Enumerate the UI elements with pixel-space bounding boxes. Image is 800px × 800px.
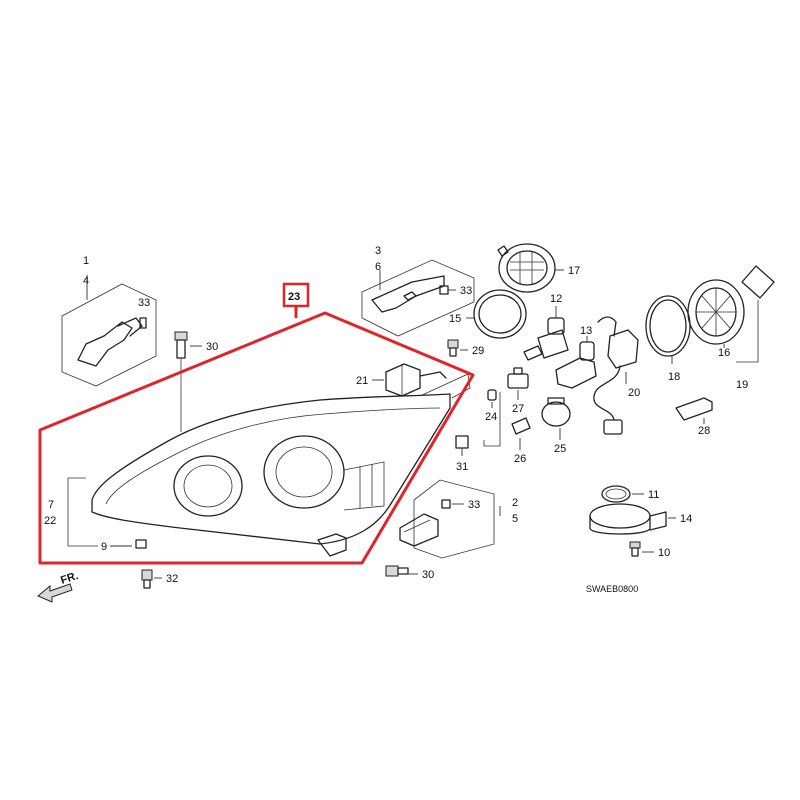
socket-27[interactable]: 27	[507, 367, 529, 415]
label-29: 29	[472, 345, 484, 357]
seal-15[interactable]: 15	[449, 289, 527, 339]
label-sheet-19[interactable]: 19	[736, 265, 775, 391]
label-11: 11	[648, 489, 659, 501]
harness-20[interactable]: 20	[593, 329, 640, 435]
label-27: 27	[512, 403, 524, 415]
label-28: 28	[698, 425, 710, 437]
label-24: 24	[485, 411, 497, 423]
bulb-26[interactable]: 26	[511, 417, 531, 465]
label-18: 18	[668, 371, 680, 383]
label-33-bracket-left: 33	[138, 297, 150, 309]
label-3: 3	[375, 245, 381, 257]
cap-17[interactable]: 17	[497, 243, 580, 293]
seal-11[interactable]: 11	[601, 485, 659, 503]
label-25: 25	[554, 443, 566, 455]
label-5: 5	[512, 513, 518, 525]
highlight-label: 23	[288, 291, 300, 303]
seal-18[interactable]: 18	[645, 295, 691, 383]
front-arrow: FR.	[37, 570, 80, 603]
highlight-outline	[38, 311, 475, 565]
label-31: 31	[456, 461, 468, 473]
label-20: 20	[628, 387, 640, 399]
label-26: 26	[514, 453, 526, 465]
label-7: 7	[48, 499, 54, 511]
label-10: 10	[658, 547, 670, 559]
label-30-top: 30	[206, 341, 218, 353]
label-33-bracket-right: 33	[468, 499, 480, 511]
bracket-2-5[interactable]: 2 5 33	[399, 479, 518, 559]
label-17: 17	[568, 265, 580, 277]
bulb-13[interactable]: 13	[555, 316, 617, 389]
cap-16[interactable]: 16	[687, 279, 745, 359]
label-30-bottom: 30	[422, 569, 434, 581]
label-32: 32	[166, 573, 178, 585]
bolt-30-top[interactable]: 30	[174, 331, 218, 432]
bolt-29[interactable]: 29	[447, 339, 484, 357]
label-12: 12	[550, 293, 562, 305]
group-7-22[interactable]: 7 22 9	[44, 477, 147, 553]
diagram-code: SWAEB0800	[586, 584, 638, 594]
label-1: 1	[83, 255, 89, 267]
lead-group-24	[483, 392, 501, 447]
socket-25[interactable]: 25	[541, 397, 571, 455]
bolt-10[interactable]: 10	[629, 541, 670, 559]
label-14: 14	[680, 513, 692, 525]
motor-21[interactable]: 21	[356, 363, 447, 397]
label-15: 15	[449, 313, 461, 325]
label-4: 4	[83, 275, 89, 287]
label-16: 16	[718, 347, 730, 359]
highlight-part-23: 23	[38, 282, 475, 565]
label-13: 13	[580, 325, 592, 337]
bracket-3-6[interactable]: 3 6 33	[361, 245, 475, 337]
clip-31[interactable]: 31	[455, 435, 469, 473]
headlight-assembly-23[interactable]	[91, 373, 471, 557]
bulb-24[interactable]: 24	[485, 389, 497, 423]
label-19: 19	[736, 379, 748, 391]
bulb-28[interactable]: 28	[675, 397, 713, 437]
label-9: 9	[101, 541, 107, 553]
highlight-label-box	[282, 282, 310, 308]
bulb-12[interactable]: 12	[523, 293, 569, 361]
bracket-1-4[interactable]: 1 4 33	[61, 255, 157, 387]
bolt-32[interactable]: 32	[141, 569, 178, 589]
ballast-14[interactable]: 14	[589, 503, 692, 535]
label-6: 6	[375, 261, 381, 273]
label-21: 21	[356, 375, 368, 387]
bolt-30-bottom[interactable]: 30	[385, 565, 434, 581]
label-22: 22	[44, 515, 56, 527]
front-label: FR.	[59, 570, 80, 587]
label-33-bracket-mid: 33	[460, 285, 472, 297]
label-2: 2	[512, 497, 518, 509]
